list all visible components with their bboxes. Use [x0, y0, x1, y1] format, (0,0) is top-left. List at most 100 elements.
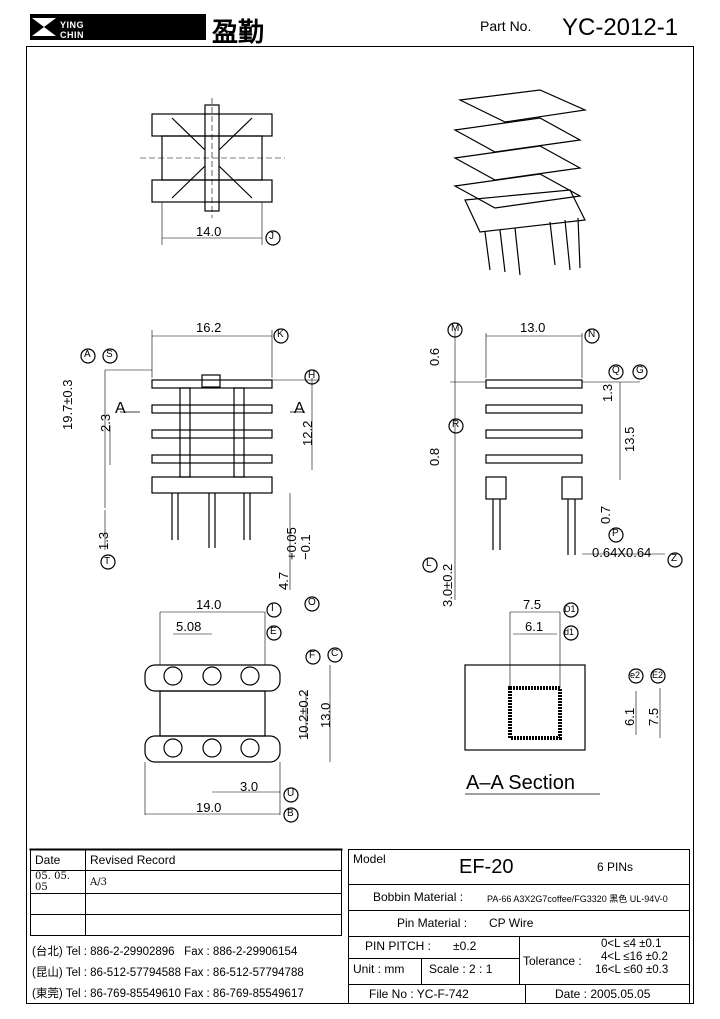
side-13-5-dim: 13.5 — [622, 426, 637, 452]
ref-z: Z — [671, 553, 678, 564]
side-width-dim: 13.0 — [520, 320, 546, 335]
ref-h: H — [308, 370, 316, 381]
ref-p: P — [612, 528, 619, 539]
top-view — [140, 98, 285, 246]
revision-date: 05. 05. 05 — [30, 870, 86, 894]
bottom-pitch-dim: 5.08 — [176, 619, 202, 634]
revision-record-header: Revised Record — [85, 849, 342, 871]
model-label: Model — [353, 852, 386, 866]
ref-a: A — [84, 349, 91, 360]
top-width-dim: 14.0 — [196, 224, 222, 239]
revision-record: A/3 — [85, 870, 342, 894]
ref-t: T — [104, 556, 111, 567]
ref-l: L — [426, 558, 432, 569]
side-3-0-dim: 3.0±0.2 — [440, 563, 455, 607]
ref-e: E — [270, 626, 277, 637]
section-7-5-vertical-dim: 7.5 — [646, 707, 661, 726]
pin-material-label: Pin Material : — [397, 916, 468, 930]
front-view — [80, 328, 320, 612]
ref-e2-lower: e2 — [630, 670, 641, 680]
side-view — [422, 322, 683, 600]
tolerance-row-3: 16<L ≤60 ±0.3 — [595, 964, 669, 976]
contact-row: (東莞) Tel : 86-769-85549610 Fax : 86-769-… — [32, 984, 347, 1005]
bobbin-material-value: PA-66 A3X2G7coffee/FG3320 黑色 UL-94V-0 — [487, 894, 668, 904]
ref-u: U — [287, 788, 295, 799]
ref-q: Q — [612, 365, 620, 376]
ref-r: R — [452, 419, 460, 430]
side-0-8-dim: 0.8 — [427, 447, 442, 466]
table-row — [30, 893, 342, 915]
company-name-en: YING CHIN CO., LTD — [60, 20, 85, 60]
contact-tel: Tel : 886-2-29902896 — [65, 946, 175, 958]
contact-city: (昆山) — [32, 967, 63, 979]
ref-k: K — [277, 329, 284, 340]
ref-j: J — [269, 231, 274, 242]
isometric-view — [453, 89, 588, 276]
ref-d1-lower: d1 — [564, 627, 575, 637]
section-title: A–A Section — [466, 772, 575, 794]
section-mark-left: A — [115, 400, 126, 417]
model-value: EF-20 — [459, 856, 514, 878]
part-number: YC-2012-1 — [562, 14, 679, 41]
ref-d1-upper: D1 — [564, 604, 576, 614]
contact-row: (昆山) Tel : 86-512-57794588 Fax : 86-512-… — [32, 963, 347, 984]
bobbin-material-label: Bobbin Material : — [373, 890, 464, 904]
section-mark-right: A — [294, 400, 305, 417]
contact-tel: Tel : 86-769-85549610 — [65, 988, 181, 1000]
side-0-6-dim: 0.6 — [427, 347, 442, 366]
contact-fax: Fax : 886-2-29906154 — [184, 946, 298, 958]
ref-s: S — [106, 349, 113, 360]
bottom-3-0-dim: 3.0 — [240, 779, 259, 794]
ref-b: B — [287, 808, 294, 819]
front-tol-plus: +0.05 — [284, 527, 299, 560]
bottom-19-dim: 19.0 — [196, 800, 222, 815]
part-number-label: Part No. — [480, 18, 532, 34]
ref-o: O — [308, 597, 316, 608]
section-view — [464, 602, 666, 795]
logo-bar — [30, 14, 206, 40]
tolerance-row-1: 0<L ≤4 ±0.1 — [601, 938, 662, 950]
front-width-dim: 16.2 — [196, 320, 222, 335]
section-7-5-dim: 7.5 — [523, 597, 542, 612]
unit-label: Unit : mm — [353, 962, 405, 976]
contacts: (台北) Tel : 886-2-29902896 Fax : 886-2-29… — [32, 942, 347, 1005]
pin-count: 6 PINs — [597, 860, 634, 874]
contact-fax: Fax : 86-512-57794788 — [184, 967, 304, 979]
bottom-13-dim: 13.0 — [318, 702, 333, 728]
tolerance-row-2: 4<L ≤16 ±0.2 — [601, 951, 668, 963]
bottom-10-2-dim: 10.2±0.2 — [296, 689, 311, 740]
contact-fax: Fax : 86-769-85549617 — [184, 988, 304, 1000]
drawing-date: Date : 2005.05.05 — [555, 987, 651, 1001]
logo-mark-icon — [32, 18, 56, 36]
table-row — [30, 914, 342, 936]
ref-c: C — [331, 648, 339, 659]
pin-material-value: CP Wire — [489, 916, 534, 930]
ref-m: M — [451, 323, 460, 334]
side-1-3-dim: 1.3 — [600, 383, 615, 402]
revision-date-header: Date — [30, 849, 86, 871]
bottom-view — [144, 602, 343, 823]
front-pin-length-dim: 4.7 — [276, 571, 291, 590]
scale-label: Scale : 2 : 1 — [429, 962, 493, 976]
tolerance-label: Tolerance : — [523, 954, 582, 968]
front-2-3-dim: 2.3 — [98, 413, 113, 432]
company-name-cn: 盈勤 — [212, 18, 265, 48]
bottom-width-dim: 14.0 — [196, 597, 222, 612]
front-inner-height-dim: 12.2 — [300, 420, 315, 446]
section-6-1-dim: 6.1 — [525, 619, 544, 634]
ref-g: G — [636, 365, 644, 376]
contact-row: (台北) Tel : 886-2-29902896 Fax : 886-2-29… — [32, 942, 347, 963]
contact-tel: Tel : 86-512-57794588 — [65, 967, 181, 979]
pin-pitch-value: ±0.2 — [453, 939, 477, 953]
contact-city: (東莞) — [32, 988, 63, 1000]
front-1-3-dim: 1.3 — [96, 531, 111, 550]
contact-city: (台北) — [32, 946, 63, 958]
section-6-1-vertical-dim: 6.1 — [622, 707, 637, 726]
ref-f: F — [309, 650, 316, 661]
front-height-dim: 19.7±0.3 — [60, 379, 75, 430]
ref-i: I — [271, 603, 274, 614]
side-pin-size-dim: 0.64X0.64 — [592, 545, 652, 560]
